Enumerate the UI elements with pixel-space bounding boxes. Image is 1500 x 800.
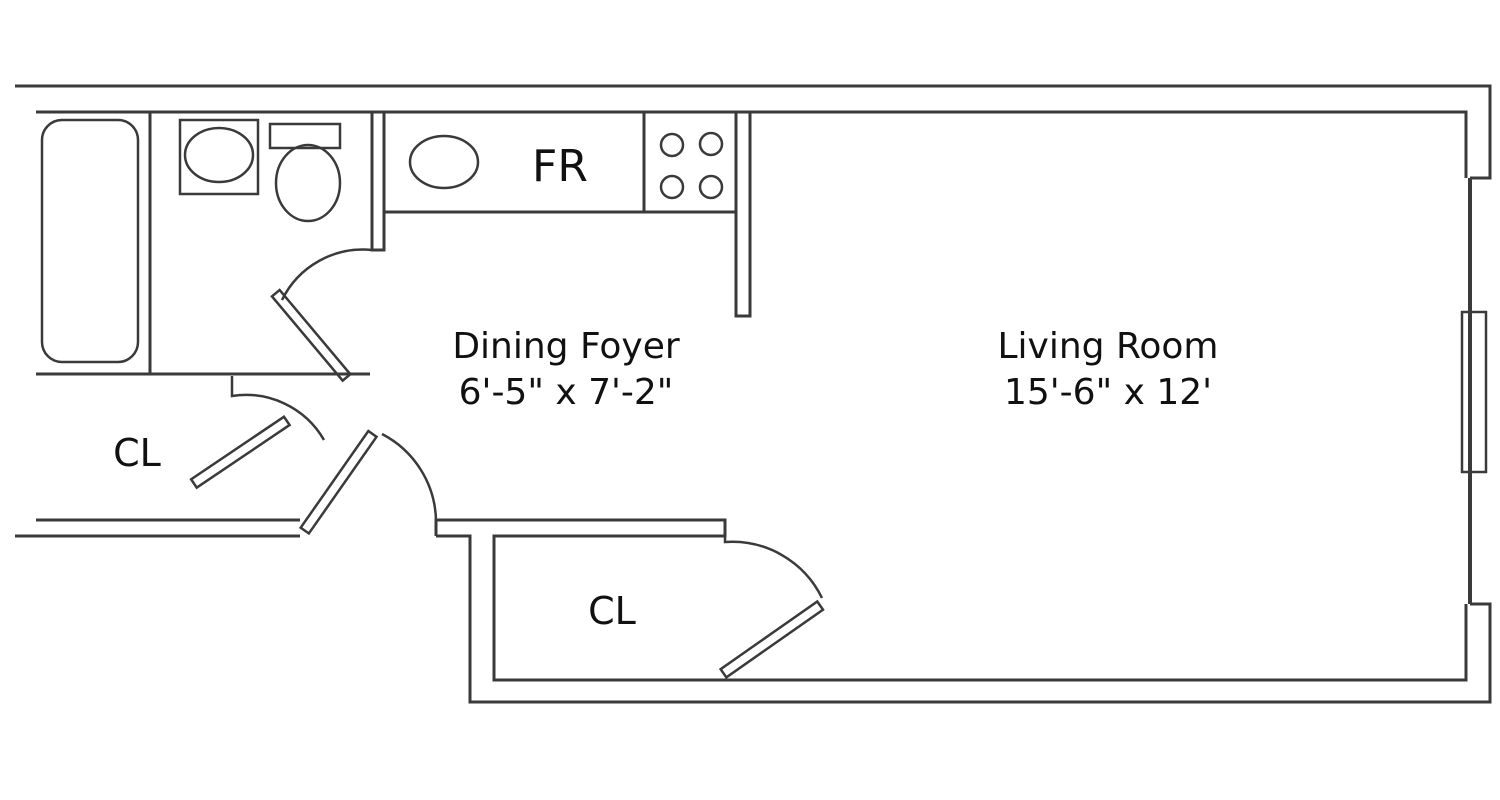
closet2-door[interactable] [718, 599, 825, 680]
closet2-label: CL [588, 589, 636, 633]
fridge-label: FR [532, 141, 588, 192]
inner-wall [36, 110, 1468, 682]
bathroom-door-swing [280, 248, 373, 301]
outer-wall [15, 84, 1492, 704]
closet2-door-swing [723, 536, 824, 599]
dining-foyer-label: Dining Foyer [452, 326, 680, 367]
toilet-bowl-icon [274, 143, 342, 223]
entry-door-swing [381, 432, 438, 521]
stove-icon [659, 131, 724, 200]
closet1-door-swing [230, 376, 326, 441]
bathroom-door[interactable] [270, 288, 353, 383]
kitchen-counter [384, 112, 752, 318]
window-frame [1460, 310, 1488, 474]
closet1-door[interactable] [189, 414, 292, 490]
bathroom-wall [36, 112, 386, 376]
sink-icon [178, 118, 260, 196]
bathtub-icon [40, 118, 140, 364]
sink-basin-icon [183, 126, 255, 184]
toilet-tank-icon [268, 122, 342, 150]
entry-door[interactable] [298, 429, 379, 536]
kitchen-sink-icon [408, 134, 480, 190]
dining-foyer-dims: 6'-5" x 7'-2" [459, 372, 674, 413]
living-room-dims: 15'-6" x 12' [1004, 372, 1212, 413]
closet1-label: CL [113, 431, 161, 475]
living-room-label: Living Room [998, 326, 1219, 367]
